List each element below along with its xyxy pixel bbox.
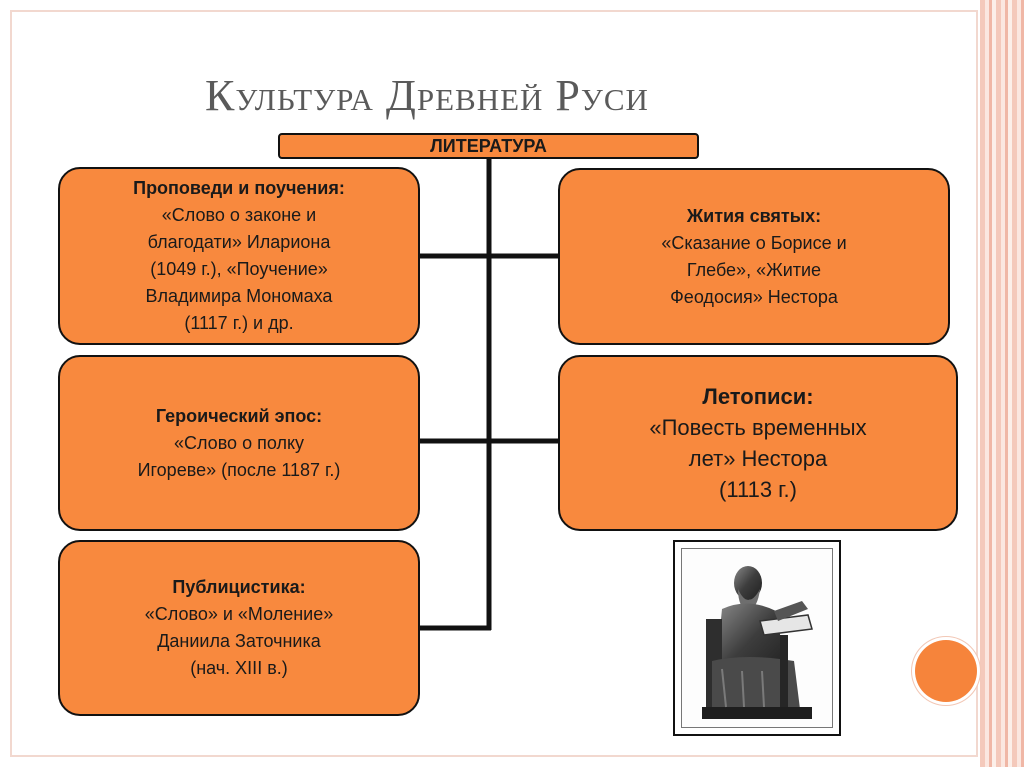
decorative-stripes [980, 0, 1024, 767]
box-chronicles-text: «Повесть временных лет» Нестора (1113 г.… [649, 415, 867, 502]
slide-title: Культура Древней Руси [205, 71, 649, 120]
box-lives-of-saints: Жития святых: «Сказание о Борисе и Глебе… [558, 168, 950, 345]
box-lives-heading: Жития святых: [686, 205, 822, 226]
statue-illustration [702, 566, 813, 719]
box-publicism-heading: Публицистика: [172, 577, 306, 597]
box-epic-heading: Героический эпос: [155, 405, 323, 426]
box-lives-text: «Сказание о Борисе и Глебе», «Житие Феод… [661, 232, 847, 307]
box-chronicles-heading: Летописи: [702, 384, 814, 409]
nestor-statue-image [673, 540, 841, 736]
box-chronicles: Летописи: «Повесть временных лет» Нестор… [558, 355, 958, 531]
decorative-circle [915, 640, 977, 702]
box-publicism-text: «Слово» и «Моление» Даниила Заточника (н… [144, 604, 334, 678]
box-sermons-heading: Проповеди и поучения: [133, 178, 345, 198]
box-epic-text: «Слово о полку Игореве» (после 1187 г.) [137, 432, 341, 480]
box-sermons-text: «Слово о законе и благодати» Илариона (1… [145, 205, 333, 333]
literature-header: ЛИТЕРАТУРА [278, 133, 699, 159]
box-publicism: Публицистика: «Слово» и «Моление» Даниил… [58, 540, 420, 716]
slide-border [10, 10, 978, 757]
box-sermons: Проповеди и поучения: «Слово о законе и … [58, 167, 420, 345]
box-heroic-epic: Героический эпос: «Слово о полку Игореве… [58, 355, 420, 531]
